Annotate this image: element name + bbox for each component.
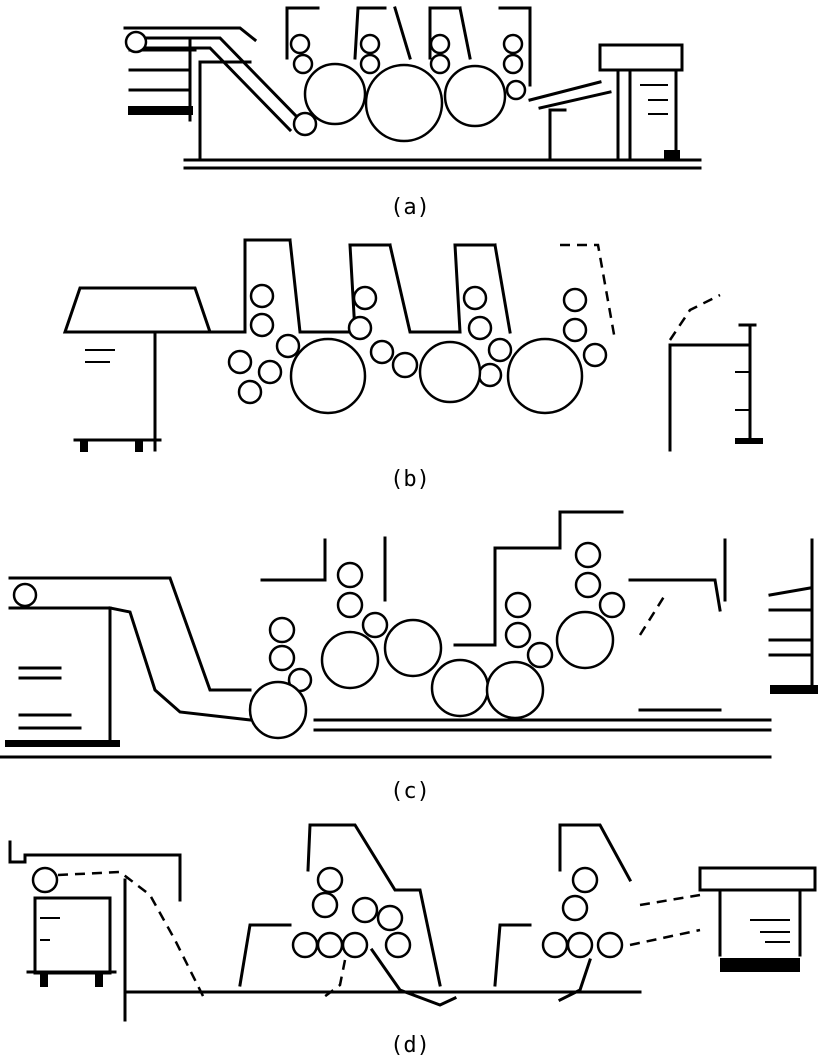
feeder-d xyxy=(8,840,207,1001)
cylinder-c2 xyxy=(320,630,380,690)
impression-cylinder-b1 xyxy=(289,337,367,415)
feed-roller xyxy=(124,30,148,54)
panel-b: (b) xyxy=(62,238,763,492)
caption-d: (d) xyxy=(390,1033,430,1058)
feeder-c xyxy=(5,576,252,747)
feeder-b xyxy=(62,286,213,452)
delivery-b xyxy=(668,293,763,452)
cylinder-c5 xyxy=(485,660,545,720)
impression-cylinder-a xyxy=(364,63,444,143)
impression-cylinder-b3 xyxy=(506,337,584,415)
caption-a: (a) xyxy=(390,195,430,220)
cylinder-c4 xyxy=(430,658,490,718)
caption-c: (c) xyxy=(390,779,430,804)
transfer-roller xyxy=(292,111,318,137)
panel-a: (a) xyxy=(123,6,702,220)
impression-cylinder-b2 xyxy=(418,340,482,404)
delivery-c xyxy=(768,538,818,694)
panel-d: (d) xyxy=(8,823,817,1058)
delivery-d xyxy=(629,866,817,972)
cylinder-c1 xyxy=(248,680,308,740)
plate-cylinder-a2 xyxy=(443,64,507,128)
panel-c: (c) xyxy=(0,510,818,804)
plate-cylinder-a1 xyxy=(303,62,367,126)
cylinder-c6 xyxy=(555,610,615,670)
caption-b: (b) xyxy=(390,467,430,492)
delivery-a xyxy=(528,43,684,162)
cylinder-c3 xyxy=(383,618,443,678)
